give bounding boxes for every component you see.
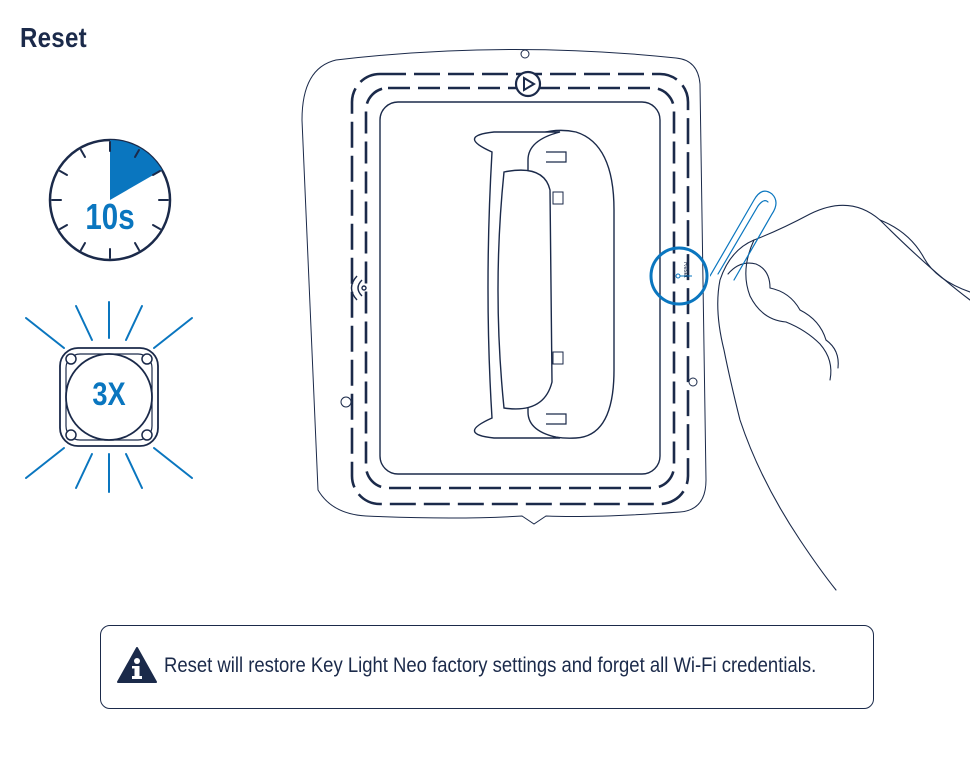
notice-box: Reset will restore Key Light Neo factory… xyxy=(100,625,874,709)
hand-with-paperclip-illustration xyxy=(710,190,970,591)
reset-port-text: Reset xyxy=(682,262,688,278)
info-warning-icon xyxy=(117,647,157,683)
hold-duration-label: 10s xyxy=(85,196,135,237)
page-title: Reset xyxy=(20,22,87,53)
notice-text: Reset will restore Key Light Neo factory… xyxy=(164,654,817,677)
timer-icon xyxy=(48,138,172,262)
key-light-device-illustration: Reset xyxy=(301,48,709,525)
button-press-icon xyxy=(25,301,193,493)
press-count-label: 3X xyxy=(92,376,126,412)
